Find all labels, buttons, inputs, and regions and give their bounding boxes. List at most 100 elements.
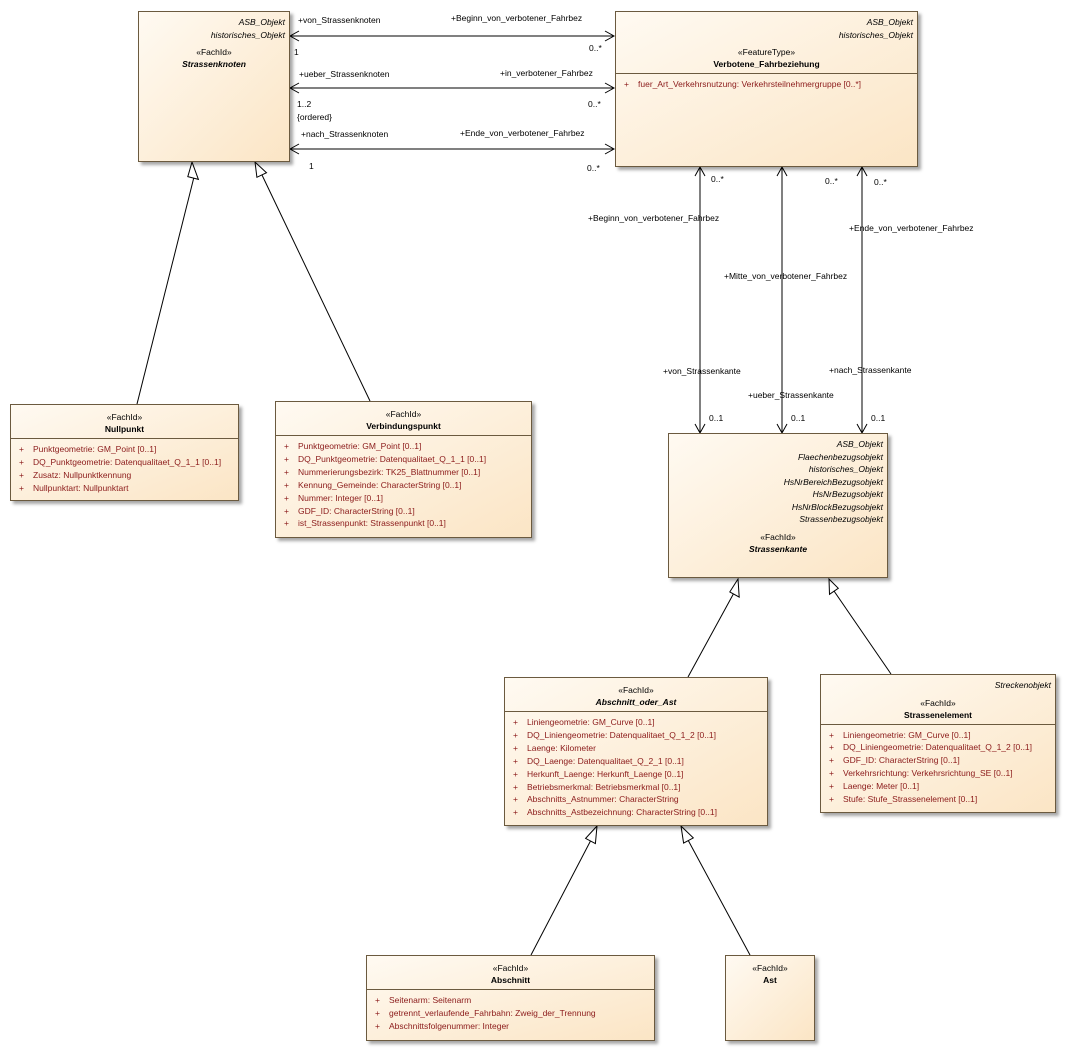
role-v3-top: +Ende_von_verbotener_Fahrbez	[849, 223, 974, 233]
attribute[interactable]: Betriebsmerkmal: Betriebsmerkmal [0..1]	[513, 781, 763, 794]
attribute[interactable]: Punktgeometrie: GM_Point [0..1]	[19, 443, 234, 456]
class-header: «FachId» Ast	[726, 956, 814, 989]
class-header: Streckenobjekt«FachId»Strassenelement	[821, 675, 1055, 724]
class-header: «FachId»Nullpunkt	[11, 405, 238, 438]
generalization-triangle	[254, 160, 268, 179]
role-nach-strassenknoten: +nach_Strassenknoten	[301, 129, 389, 139]
class-abschnitt[interactable]: «FachId»AbschnittSeitenarm: Seitenarmget…	[366, 955, 655, 1041]
generalization-nullpunkt[interactable]	[136, 176, 195, 405]
attribute[interactable]: Stufe: Stufe_Strassenelement [0..1]	[829, 793, 1051, 806]
class-name: Strassenknoten	[182, 59, 246, 69]
class-name: Ast	[763, 975, 777, 985]
tagged-value: HsNrBereichBezugsobjekt	[783, 476, 883, 487]
attribute[interactable]: Laenge: Meter [0..1]	[829, 780, 1051, 793]
attribute[interactable]: Seitenarm: Seitenarm	[375, 994, 650, 1007]
attribute[interactable]: Liniengeometrie: GM_Curve [0..1]	[513, 716, 763, 729]
attribute[interactable]: Verkehrsrichtung: Verkehrsrichtung_SE [0…	[829, 767, 1051, 780]
generalization-abschnitt[interactable]	[530, 839, 592, 956]
role-v1-top: +Beginn_von_verbotener_Fahrbez	[588, 213, 720, 223]
attribute-compartment: Liniengeometrie: GM_Curve [0..1]DQ_Linie…	[505, 711, 767, 823]
class-stereotype: «FachId»	[920, 697, 956, 708]
role-von-strassenknoten: +von_Strassenknoten	[298, 15, 381, 25]
class-name: Verbotene_Fahrbeziehung	[713, 59, 820, 69]
role-in-verbotener: +in_verbotener_Fahrbez	[500, 68, 593, 78]
arrowhead-up	[776, 165, 788, 177]
class-abschnitt-oder-ast[interactable]: «FachId» Abschnitt_oder_AstLiniengeometri…	[504, 677, 768, 826]
tagged-value: ASB_Objekt	[238, 17, 285, 27]
tagged-value: Flaechenbezugsobjekt	[797, 451, 883, 462]
generalization-triangle	[828, 577, 840, 596]
attribute[interactable]: DQ_Punktgeometrie: Datenqualitaet_Q_1_1 …	[284, 453, 527, 466]
attribute[interactable]: Nummer: Integer [0..1]	[284, 492, 527, 505]
role-v1-bottom: +von_Strassenkante	[663, 366, 741, 376]
attribute[interactable]: Nummerierungsbezirk: TK25_Blattnummer [0…	[284, 466, 527, 479]
class-name: Abschnitt_oder_Ast	[595, 697, 677, 707]
attribute[interactable]: getrennt_verlaufende_Fahrbahn: Zweig_der…	[375, 1007, 650, 1020]
role-v3-bottom: +nach_Strassenkante	[829, 365, 912, 375]
class-name: Abschnitt	[490, 975, 531, 985]
generalization-triangle	[187, 160, 200, 181]
tagged-value: ASB_Objekt	[836, 439, 883, 449]
class-nullpunkt[interactable]: «FachId»NullpunktPunktgeometrie: GM_Poin…	[10, 404, 239, 501]
arrowhead-right	[604, 143, 616, 155]
class-stereotype: «FachId»	[760, 531, 796, 542]
attribute[interactable]: ist_Strassenpunkt: Strassenpunkt [0..1]	[284, 517, 527, 530]
attribute[interactable]: Abschnittsfolgenummer: Integer	[375, 1020, 650, 1033]
mult-v1-top: 0..*	[711, 174, 724, 184]
attribute[interactable]: Laenge: Kilometer	[513, 742, 763, 755]
generalization-triangle	[584, 824, 598, 845]
mult-ueber-right: 0..*	[588, 99, 601, 109]
class-header: «FachId»Abschnitt	[367, 956, 654, 989]
generalization-abschnitt-oder-ast[interactable]	[687, 590, 736, 678]
tagged-values: Streckenobjekt	[825, 679, 1051, 692]
attribute[interactable]: Herkunft_Laenge: Herkunft_Laenge [0..1]	[513, 768, 763, 781]
mult-v2-top: 0..*	[825, 176, 838, 186]
attribute[interactable]: Punktgeometrie: GM_Point [0..1]	[284, 440, 527, 453]
class-ast[interactable]: «FachId» Ast	[725, 955, 815, 1041]
class-stereotype: «FachId»	[752, 963, 788, 973]
mult-nach-right: 0..*	[587, 163, 600, 173]
class-strassenelement[interactable]: Streckenobjekt«FachId»StrassenelementLin…	[820, 674, 1056, 813]
generalization-strassenelement[interactable]	[833, 590, 892, 675]
mult-v1-bottom: 0..1	[709, 413, 724, 423]
generalization-triangle	[729, 577, 740, 598]
attribute[interactable]: DQ_Liniengeometrie: Datenqualitaet_Q_1_2…	[513, 729, 763, 742]
attribute-compartment: fuer_Art_Verkehrsnutzung: Verkehrsteilne…	[616, 73, 917, 95]
attribute[interactable]: Liniengeometrie: GM_Curve [0..1]	[829, 729, 1051, 742]
mult-nach-left: 1	[309, 161, 314, 171]
attribute-compartment: Seitenarm: Seitenarmgetrennt_verlaufende…	[367, 989, 654, 1037]
class-stereotype: «FachId»	[385, 409, 422, 419]
attribute-compartment: Punktgeometrie: GM_Point [0..1]DQ_Punktg…	[11, 438, 238, 499]
attribute[interactable]: DQ_Liniengeometrie: Datenqualitaet_Q_1_2…	[829, 741, 1051, 754]
attribute[interactable]: Abschnitts_Astbezeichnung: CharacterStri…	[513, 806, 763, 819]
generalization-verbindungspunkt[interactable]	[261, 174, 371, 402]
attribute[interactable]: DQ_Laenge: Datenqualitaet_Q_2_1 [0..1]	[513, 755, 763, 768]
class-stereotype: «FachId»	[106, 412, 143, 422]
attribute-compartment: Liniengeometrie: GM_Curve [0..1]DQ_Linie…	[821, 723, 1055, 810]
constraint-ordered: {ordered}	[297, 112, 332, 122]
class-verbindungspunkt[interactable]: «FachId»VerbindungspunktPunktgeometrie: …	[275, 401, 532, 538]
class-stereotype: «FachId»	[618, 685, 654, 695]
role-ueber-strassenknoten: +ueber_Strassenknoten	[299, 69, 390, 79]
attribute[interactable]: fuer_Art_Verkehrsnutzung: Verkehrsteilne…	[624, 78, 913, 91]
attribute[interactable]: GDF_ID: CharacterString [0..1]	[284, 505, 527, 518]
attribute[interactable]: Abschnitts_Astnummer: CharacterString	[513, 793, 763, 806]
role-v2-top: +Mitte_von_verbotener_Fahrbez	[724, 271, 848, 281]
arrowhead-up	[694, 165, 706, 177]
arrowhead-up	[856, 165, 868, 177]
tagged-value: ASB_Objekt	[866, 17, 913, 27]
class-header: «FachId»Verbindungspunkt	[276, 402, 531, 435]
attribute[interactable]: DQ_Punktgeometrie: Datenqualitaet_Q_1_1 …	[19, 456, 234, 469]
attribute[interactable]: Zusatz: Nullpunktkennung	[19, 469, 234, 482]
arrowhead-left	[288, 143, 300, 155]
arrowhead-right	[604, 30, 616, 42]
attribute[interactable]: Nullpunktart: Nullpunktart	[19, 482, 234, 495]
generalization-ast[interactable]	[687, 839, 751, 956]
attribute[interactable]: Kennung_Gemeinde: CharacterString [0..1]	[284, 479, 527, 492]
attribute[interactable]: GDF_ID: CharacterString [0..1]	[829, 754, 1051, 767]
